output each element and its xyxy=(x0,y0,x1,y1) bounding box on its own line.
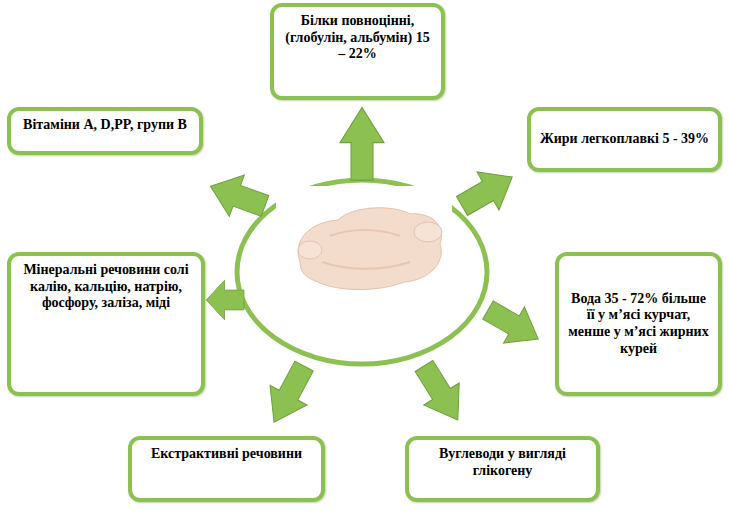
center-ellipse xyxy=(237,180,487,364)
block-arrow xyxy=(203,165,273,226)
block-arrow-shape xyxy=(340,108,384,181)
block-arrow-shape xyxy=(206,280,244,320)
block-arrow xyxy=(406,355,475,431)
content-box: Екстрактивні речовини xyxy=(128,436,325,502)
box-text: Мінеральні речовини солі калію, кальцію,… xyxy=(19,262,193,312)
block-arrow xyxy=(206,280,244,320)
chicken-fold xyxy=(322,262,410,269)
block-arrow xyxy=(340,108,384,181)
block-arrow-shape xyxy=(451,158,523,225)
chicken-body xyxy=(298,208,441,290)
block-arrow-shape xyxy=(478,292,549,357)
block-arrow-shape xyxy=(256,356,323,432)
chicken-wing xyxy=(298,241,322,259)
box-text: Вода 35 - 72% більше її у м’ясі курчат, … xyxy=(567,291,710,357)
content-box: Мінеральні речовини солі калію, кальцію,… xyxy=(7,252,205,396)
box-text: Вітаміни А, D,PP, групи В xyxy=(23,117,187,134)
content-box: Вуглеводи у вигляді глікогену xyxy=(405,436,600,502)
block-arrow xyxy=(256,356,323,432)
block-arrow xyxy=(451,158,523,225)
block-arrow-shape xyxy=(406,355,475,431)
box-text: Білки повноцінні, (глобулін, альбумін) 1… xyxy=(282,13,433,63)
content-box: Жири легкоплавкі 5 - 39% xyxy=(527,107,722,172)
chicken-fold xyxy=(330,230,400,236)
content-box: Білки повноцінні, (глобулін, альбумін) 1… xyxy=(270,3,445,100)
content-box: Вода 35 - 72% більше її у м’ясі курчат, … xyxy=(555,252,722,396)
box-text: Екстрактивні речовини xyxy=(151,446,302,463)
box-text: Вуглеводи у вигляді глікогену xyxy=(417,446,588,479)
block-arrow-shape xyxy=(203,165,273,226)
block-arrow xyxy=(478,292,549,357)
chicken-illustration xyxy=(298,208,442,290)
content-box: Вітаміни А, D,PP, групи В xyxy=(7,107,203,155)
box-text: Жири легкоплавкі 5 - 39% xyxy=(540,131,709,148)
chicken-leg xyxy=(414,222,442,242)
photo-frame xyxy=(276,186,452,298)
